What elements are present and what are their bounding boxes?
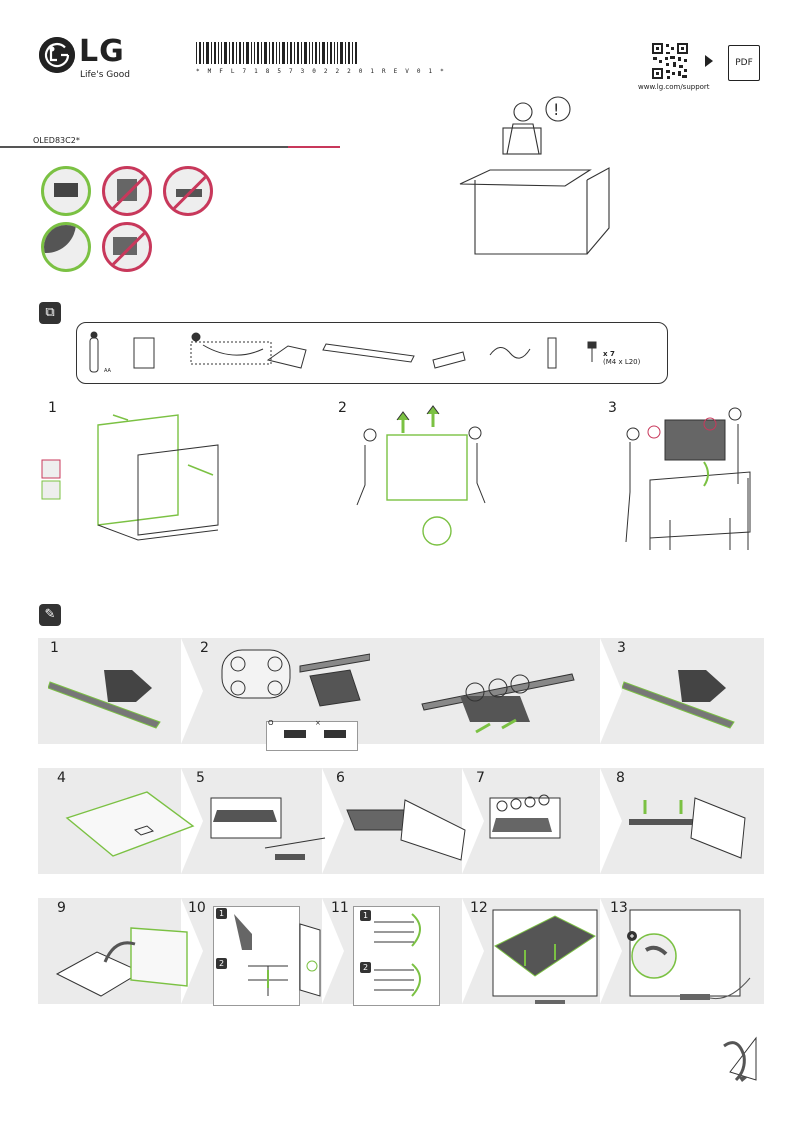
wrong-mark: × bbox=[315, 719, 321, 727]
step13-cable-cover-illustration bbox=[627, 909, 751, 1000]
brand-tagline: Life's Good bbox=[80, 70, 130, 80]
stand-secure-step8-illustration bbox=[629, 797, 746, 859]
screws-quantity: x 7 bbox=[603, 350, 615, 358]
box-carry-illustration: ! bbox=[459, 96, 610, 255]
unbox-step2-illustration bbox=[356, 405, 486, 546]
sub-step-badge: 2 bbox=[360, 962, 371, 973]
divider-accent bbox=[288, 146, 340, 148]
assembly-step-number: 9 bbox=[57, 900, 66, 916]
brand-name: LG bbox=[79, 34, 125, 69]
assembly-step-number: 4 bbox=[57, 770, 66, 786]
stand-attach-step6-illustration bbox=[346, 799, 466, 861]
assembly-step-number: 1 bbox=[50, 640, 59, 656]
assembly-step-number: 3 bbox=[617, 640, 626, 656]
step12-cable-management-illustration bbox=[492, 909, 598, 1004]
sub-step-badge: 1 bbox=[216, 908, 227, 919]
unbox-step1-illustration bbox=[41, 414, 219, 541]
step11-cable-illustration bbox=[374, 913, 421, 997]
chevron-right-icon bbox=[600, 638, 622, 744]
screws-spec: (M4 x L20) bbox=[603, 358, 641, 366]
assembly-step-number: 6 bbox=[336, 770, 345, 786]
lg-logo-icon bbox=[39, 37, 75, 73]
chevron-right-icon bbox=[181, 768, 203, 874]
arrow-right-icon bbox=[705, 55, 713, 67]
wrong-fit-icon bbox=[324, 730, 346, 738]
pdf-icon[interactable]: PDF bbox=[728, 45, 760, 81]
assembly-step-number: 11 bbox=[331, 900, 349, 916]
sub-step-badge: 2 bbox=[216, 958, 227, 969]
model-number: OLED83C2* bbox=[33, 136, 80, 145]
assembly-step-number: 10 bbox=[188, 900, 206, 916]
screwdriver-icon: ✎ bbox=[39, 604, 61, 626]
stand-screws-step7-illustration bbox=[489, 794, 561, 839]
chevron-right-icon bbox=[181, 638, 203, 744]
chevron-right-icon bbox=[322, 768, 344, 874]
accessories-panel bbox=[76, 322, 668, 384]
tv-face-down-illustration bbox=[65, 791, 195, 857]
assembly-step-number: 13 bbox=[610, 900, 628, 916]
step10-cable-illustration bbox=[234, 914, 288, 996]
barcode-text: * M F L 7 1 8 5 7 3 0 2 2 2 0 1 R E V 0 … bbox=[196, 68, 446, 75]
sub-step-badge: 1 bbox=[360, 910, 371, 921]
accessories-illustration bbox=[89, 331, 597, 373]
support-url[interactable]: www.lg.com/support bbox=[638, 83, 710, 91]
chevron-right-icon bbox=[600, 768, 622, 874]
chevron-right-icon bbox=[322, 898, 344, 1004]
step10-detail-panel bbox=[213, 906, 300, 1006]
battery-label: AA bbox=[104, 368, 111, 374]
assembly-step-number: 5 bbox=[196, 770, 205, 786]
assembly-step-number: 12 bbox=[470, 900, 488, 916]
chevron-right-icon bbox=[600, 898, 622, 1004]
unbox-step-number: 3 bbox=[608, 400, 617, 416]
chevron-right-icon bbox=[462, 768, 484, 874]
handling-ok-touch-icon bbox=[41, 222, 91, 272]
unbox-step-number: 2 bbox=[338, 400, 347, 416]
stand-attach-step5-illustration bbox=[210, 797, 326, 860]
barcode bbox=[196, 42, 357, 64]
handling-no-touch-icon bbox=[102, 222, 152, 272]
correct-fit-icon bbox=[284, 730, 306, 738]
unbox-step3-illustration bbox=[625, 407, 751, 550]
handling-no-icon bbox=[102, 166, 152, 216]
stand-screw-illustration bbox=[421, 673, 575, 734]
assembly-step-number: 8 bbox=[616, 770, 625, 786]
assembly-step-number: 7 bbox=[476, 770, 485, 786]
assembly-step-number: 2 bbox=[200, 640, 209, 656]
step10-tv-back-illustration bbox=[299, 923, 321, 997]
stand-parts-illustration bbox=[48, 670, 161, 729]
tv-lift-upright-illustration bbox=[55, 927, 188, 997]
handling-ok-icon bbox=[41, 166, 91, 216]
divider bbox=[0, 146, 288, 148]
step11-detail-panel bbox=[353, 906, 440, 1006]
page-turn-icon bbox=[723, 1036, 757, 1082]
chevron-right-icon bbox=[462, 898, 484, 1004]
unbox-step-number: 1 bbox=[48, 400, 57, 416]
stand-assembly-detail-illustration bbox=[221, 649, 370, 707]
box-contents-icon: ⧉ bbox=[39, 302, 61, 324]
stand-assembled-illustration bbox=[622, 670, 735, 729]
correct-mark: O bbox=[268, 719, 274, 727]
svg-text:!: ! bbox=[553, 100, 559, 119]
qr-code-icon bbox=[651, 42, 689, 80]
handling-no-flat-icon bbox=[163, 166, 213, 216]
